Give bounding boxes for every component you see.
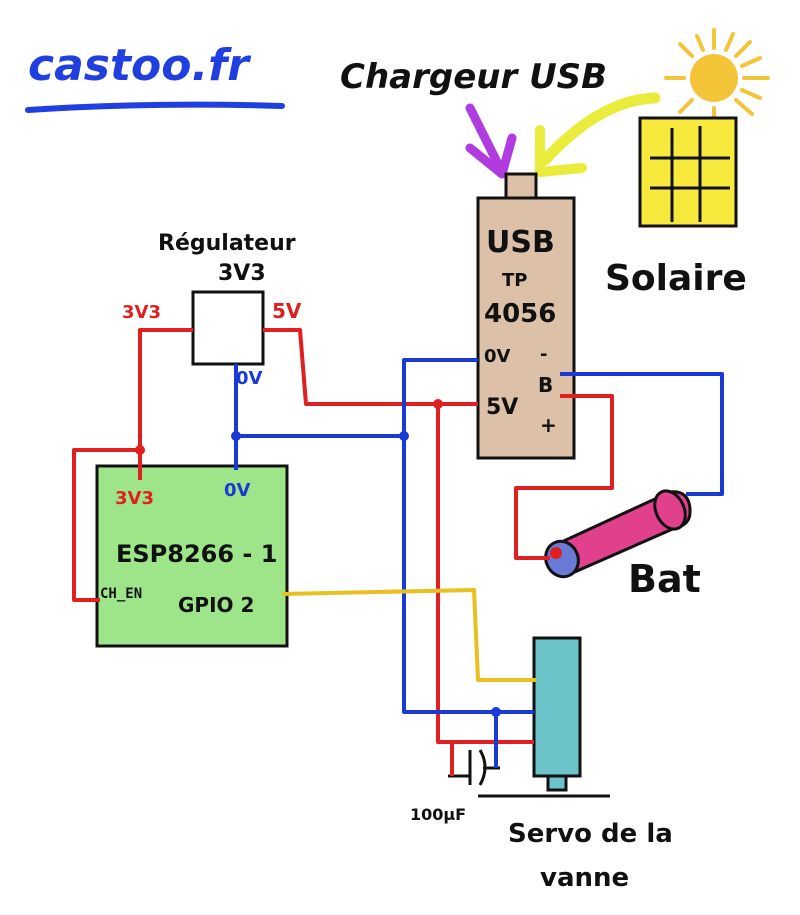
tp4056-pin-plus: + bbox=[540, 413, 557, 437]
purple-arrow-icon bbox=[465, 103, 517, 179]
tp4056-pin-minus: - bbox=[540, 344, 547, 365]
junction-3v3 bbox=[135, 445, 145, 455]
servo-shaft bbox=[546, 774, 568, 792]
regulator-box bbox=[191, 290, 265, 366]
charger-label: Chargeur USB bbox=[340, 57, 607, 97]
regulator-gnd-label: 0V bbox=[236, 368, 263, 389]
tp4056-line1: USB bbox=[486, 225, 555, 260]
regulator-in-label: 5V bbox=[272, 299, 302, 323]
esp-pin-gpio: GPIO 2 bbox=[178, 593, 254, 617]
solar-panel bbox=[638, 116, 738, 228]
title-underline bbox=[25, 101, 285, 113]
tp4056-pin-0v: 0V bbox=[484, 346, 511, 367]
tp4056-board bbox=[476, 196, 576, 460]
signal-wire bbox=[281, 588, 536, 682]
esp-pin-0v: 0V bbox=[224, 480, 251, 501]
esp-pin-3v3: 3V3 bbox=[115, 488, 154, 509]
yellow-arrow-icon bbox=[535, 92, 661, 177]
esp-pin-chen: CH_EN bbox=[100, 586, 142, 602]
tp4056-pin-b: B bbox=[538, 373, 553, 397]
esp8266-module bbox=[95, 464, 289, 648]
junction-gnd-bus bbox=[399, 431, 409, 441]
capacitor-label: 100µF bbox=[410, 805, 466, 824]
servo-label-line2: vanne bbox=[540, 863, 629, 893]
sun-icon bbox=[664, 28, 770, 126]
tp4056-pin-5v: 5V bbox=[486, 395, 518, 420]
capacitor bbox=[448, 749, 500, 786]
junction-gnd-servo bbox=[491, 707, 501, 717]
red-wires bbox=[72, 328, 614, 776]
servo-label-line1: Servo de la bbox=[508, 819, 673, 849]
usb-connector bbox=[504, 172, 538, 202]
junction-gnd-esp bbox=[231, 431, 241, 441]
junction-5v bbox=[433, 399, 443, 409]
site-title: castoo.fr bbox=[28, 40, 251, 91]
regulator-value: 3V3 bbox=[218, 261, 266, 286]
tp4056-line3: 4056 bbox=[484, 299, 556, 329]
blue-wires bbox=[234, 358, 724, 768]
battery-label: Bat bbox=[628, 557, 701, 601]
solar-label: Solaire bbox=[605, 258, 747, 299]
tp4056-line2: TP bbox=[502, 270, 527, 291]
servo-body bbox=[532, 636, 582, 778]
esp-name: ESP8266 - 1 bbox=[116, 540, 277, 568]
battery bbox=[544, 489, 692, 579]
regulator-out-label: 3V3 bbox=[122, 302, 161, 323]
regulator-title: Régulateur bbox=[158, 231, 296, 256]
